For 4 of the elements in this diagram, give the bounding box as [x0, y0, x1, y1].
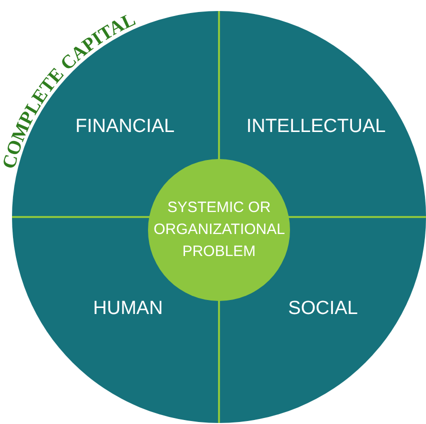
- quadrant-label: INTELLECTUAL: [246, 116, 386, 138]
- quadrant-label: HUMAN: [93, 298, 163, 320]
- center-label: SYSTEMIC OR ORGANIZATIONAL PROBLEM: [154, 198, 284, 262]
- quadrant-label: SOCIAL: [288, 298, 358, 320]
